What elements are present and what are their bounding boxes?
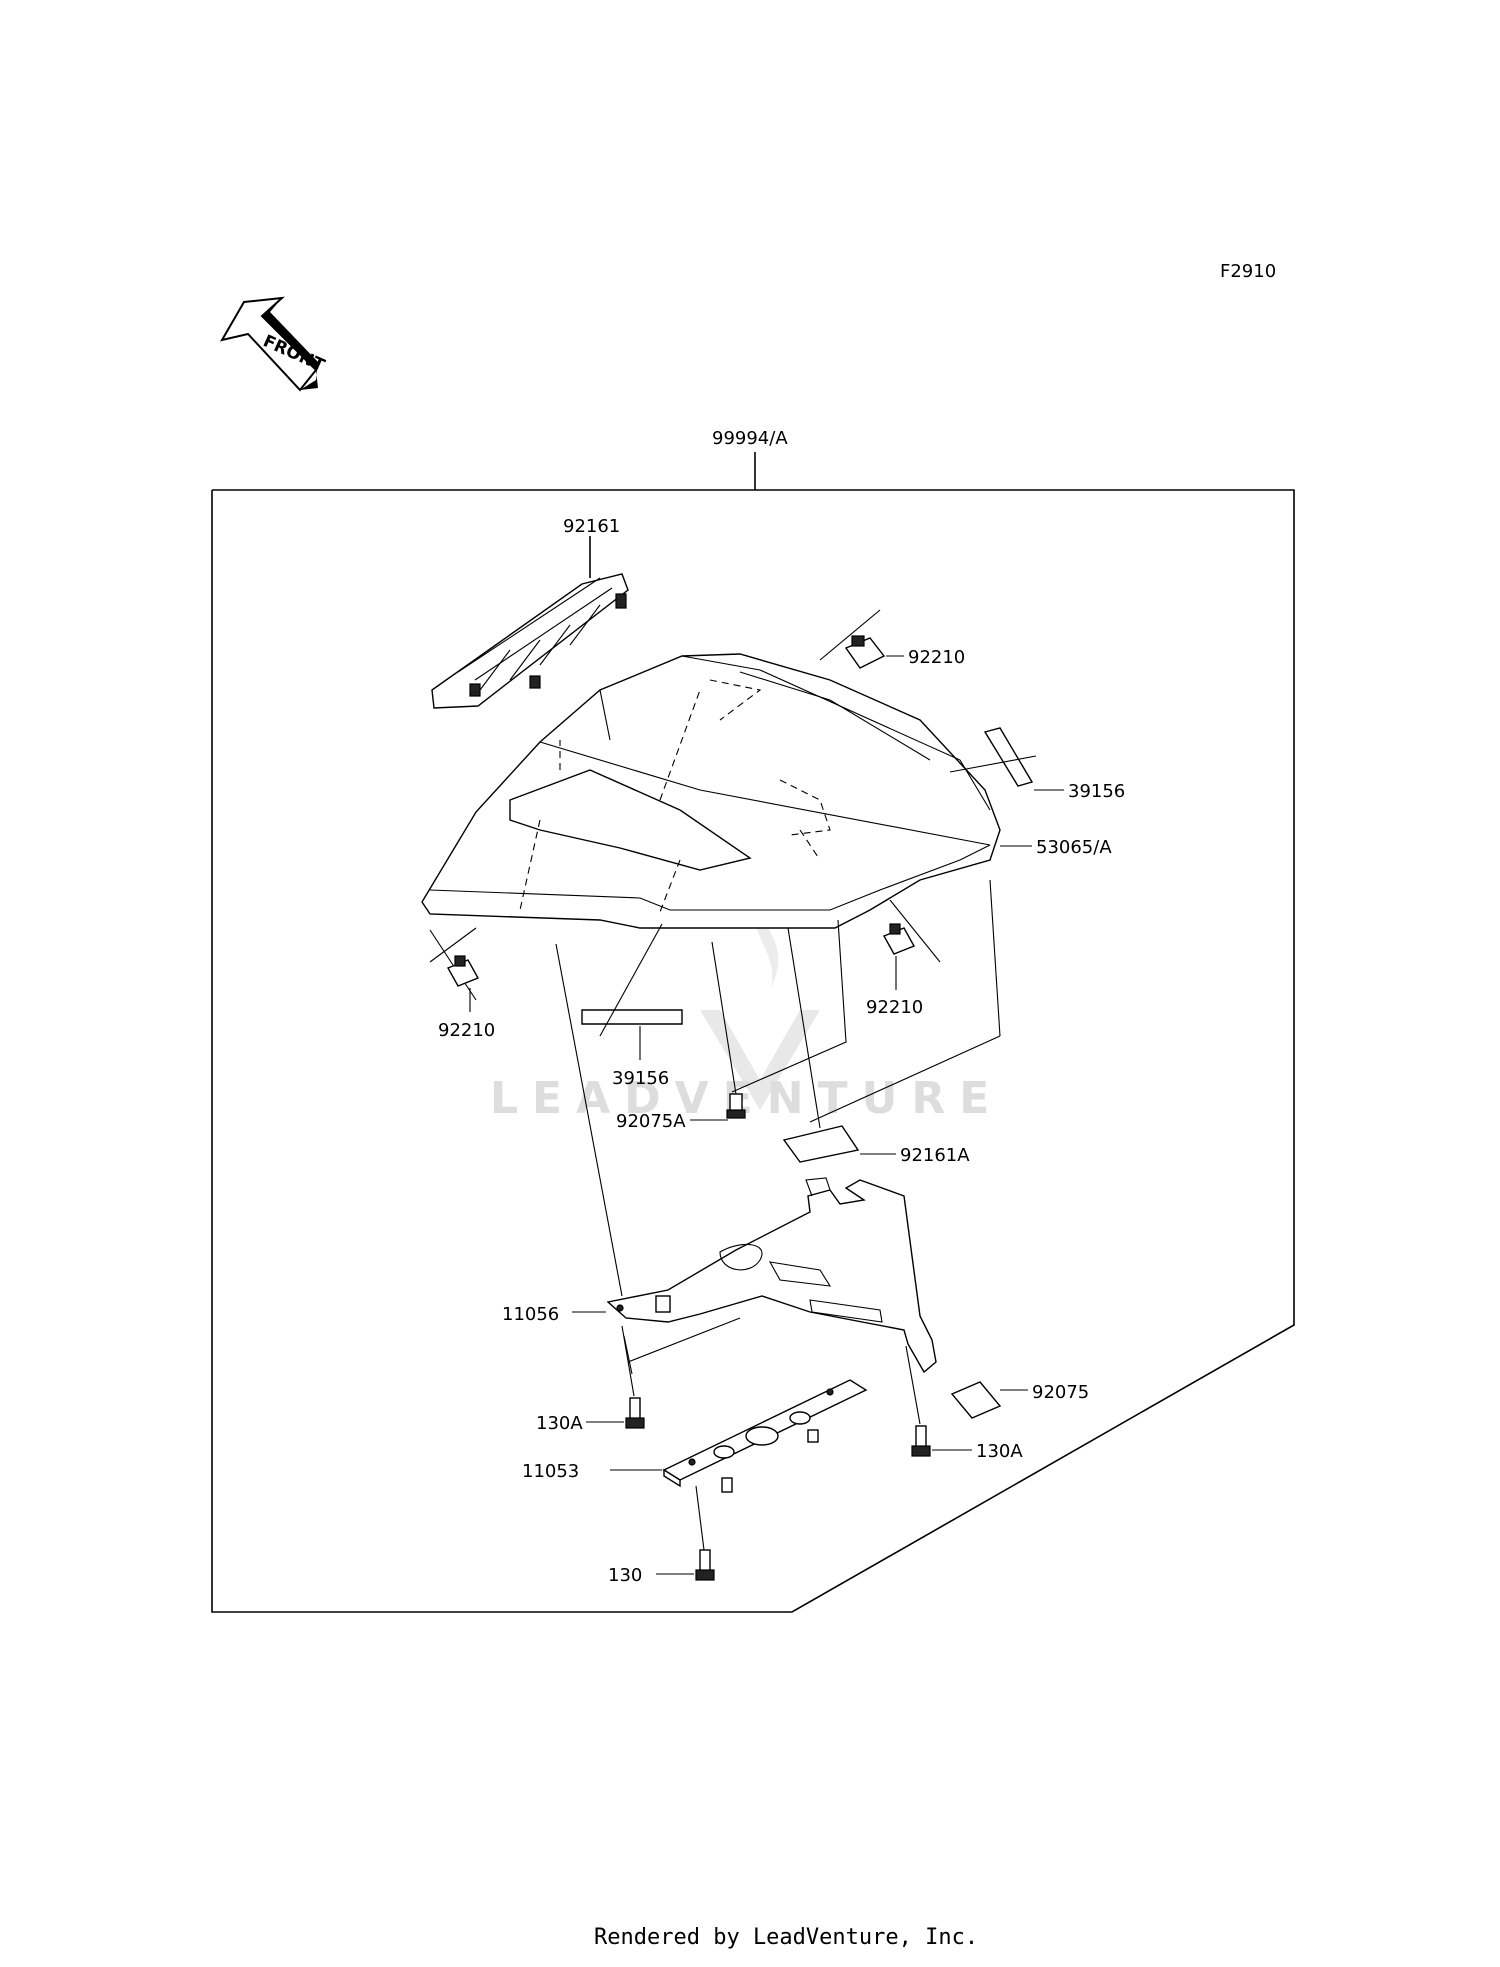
label-11056: 11056 <box>502 1304 559 1325</box>
diagram-code: F2910 <box>1220 261 1276 282</box>
part-130a-left-bolt <box>586 1325 645 1429</box>
label-92161a: 92161A <box>900 1145 970 1166</box>
label-92210-top: 92210 <box>908 647 965 668</box>
label-39156-bottom: 39156 <box>612 1068 669 1089</box>
footer-credit: Rendered by LeadVenture, Inc. <box>594 1925 978 1950</box>
part-130-bolt <box>656 1485 715 1581</box>
part-11056-bracket <box>572 1177 937 1374</box>
part-39156-right-strip <box>949 727 1064 791</box>
part-92161a-pad <box>782 927 896 1163</box>
label-99994a: 99994/A <box>712 428 788 449</box>
part-92210-left-clip <box>429 927 479 1012</box>
part-130a-right-bolt <box>905 1345 972 1457</box>
label-130a-left: 130A <box>536 1413 583 1434</box>
label-130a-right: 130A <box>976 1441 1023 1462</box>
part-39156-bottom-strip <box>581 923 683 1060</box>
label-53065a: 53065/A <box>1036 837 1112 858</box>
part-11053-plate <box>610 1379 868 1493</box>
watermark-logo: LEADVENTURE <box>490 900 1003 1124</box>
part-92210-top-clip <box>844 635 904 669</box>
part-92161-pad <box>431 536 629 709</box>
assembly-outline <box>211 452 1295 1613</box>
label-92210-right: 92210 <box>866 997 923 1018</box>
label-92075: 92075 <box>1032 1382 1089 1403</box>
watermark-text: LEADVENTURE <box>490 1073 1003 1124</box>
label-92161: 92161 <box>563 516 620 537</box>
label-92210-left: 92210 <box>438 1020 495 1041</box>
part-92075a-screw <box>690 941 746 1121</box>
label-92075a: 92075A <box>616 1111 686 1132</box>
label-39156-right: 39156 <box>1068 781 1125 802</box>
label-130: 130 <box>608 1565 642 1586</box>
front-arrow-icon: FRONT <box>219 296 328 392</box>
part-92210-right-clip <box>883 899 941 990</box>
part-53065a-seat-cowl <box>421 609 1032 929</box>
part-92075-pad <box>950 1381 1028 1419</box>
label-11053: 11053 <box>522 1461 579 1482</box>
